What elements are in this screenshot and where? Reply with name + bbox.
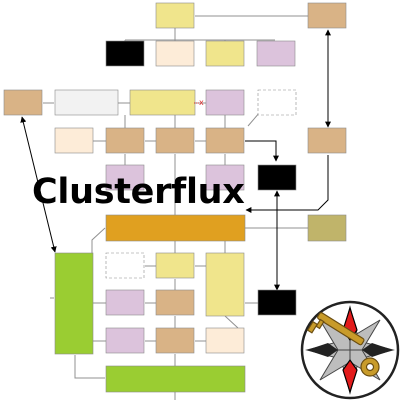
box-yellow-tall — [205, 252, 245, 317]
box-dashed-2 — [105, 252, 145, 279]
box-lavender-1 — [256, 40, 296, 67]
box-beige-3 — [205, 327, 245, 354]
box-tan-right — [307, 127, 347, 154]
box-beige-1 — [155, 40, 195, 67]
box-tan-left — [3, 89, 43, 116]
box-lavender-5 — [105, 289, 145, 316]
box-black-2 — [257, 164, 297, 191]
box-lavender-4 — [205, 164, 245, 191]
box-yellow-3 — [155, 252, 195, 279]
box-tan-4 — [155, 289, 195, 316]
bar-orange — [105, 214, 246, 242]
diagram-title: Clusterflux — [32, 172, 245, 212]
box-lavender-6 — [105, 327, 145, 354]
bar-green-horizontal — [105, 365, 246, 393]
box-tan-5 — [155, 327, 195, 354]
box-yellow-wide — [129, 89, 196, 116]
box-dashed-1 — [257, 89, 297, 116]
arrows — [20, 29, 331, 291]
box-black-3 — [257, 289, 297, 316]
box-yellow-2 — [205, 40, 245, 67]
box-tan-1 — [105, 127, 145, 154]
box-beige-2 — [54, 127, 94, 154]
bar-green-vertical — [54, 252, 94, 355]
box-lavender-2 — [205, 89, 245, 116]
box-olive — [307, 214, 347, 242]
box-black-1 — [105, 40, 145, 67]
box-top-yellow — [155, 2, 195, 29]
box-grey-wide — [54, 89, 119, 116]
compass-key-logo — [300, 300, 400, 400]
box-top-right-tan — [307, 2, 347, 29]
connector-lines — [43, 15, 308, 400]
box-tan-2 — [155, 127, 195, 154]
broken-link-mark: x — [199, 98, 204, 107]
box-lavender-3 — [105, 164, 145, 191]
box-tan-3 — [205, 127, 245, 154]
